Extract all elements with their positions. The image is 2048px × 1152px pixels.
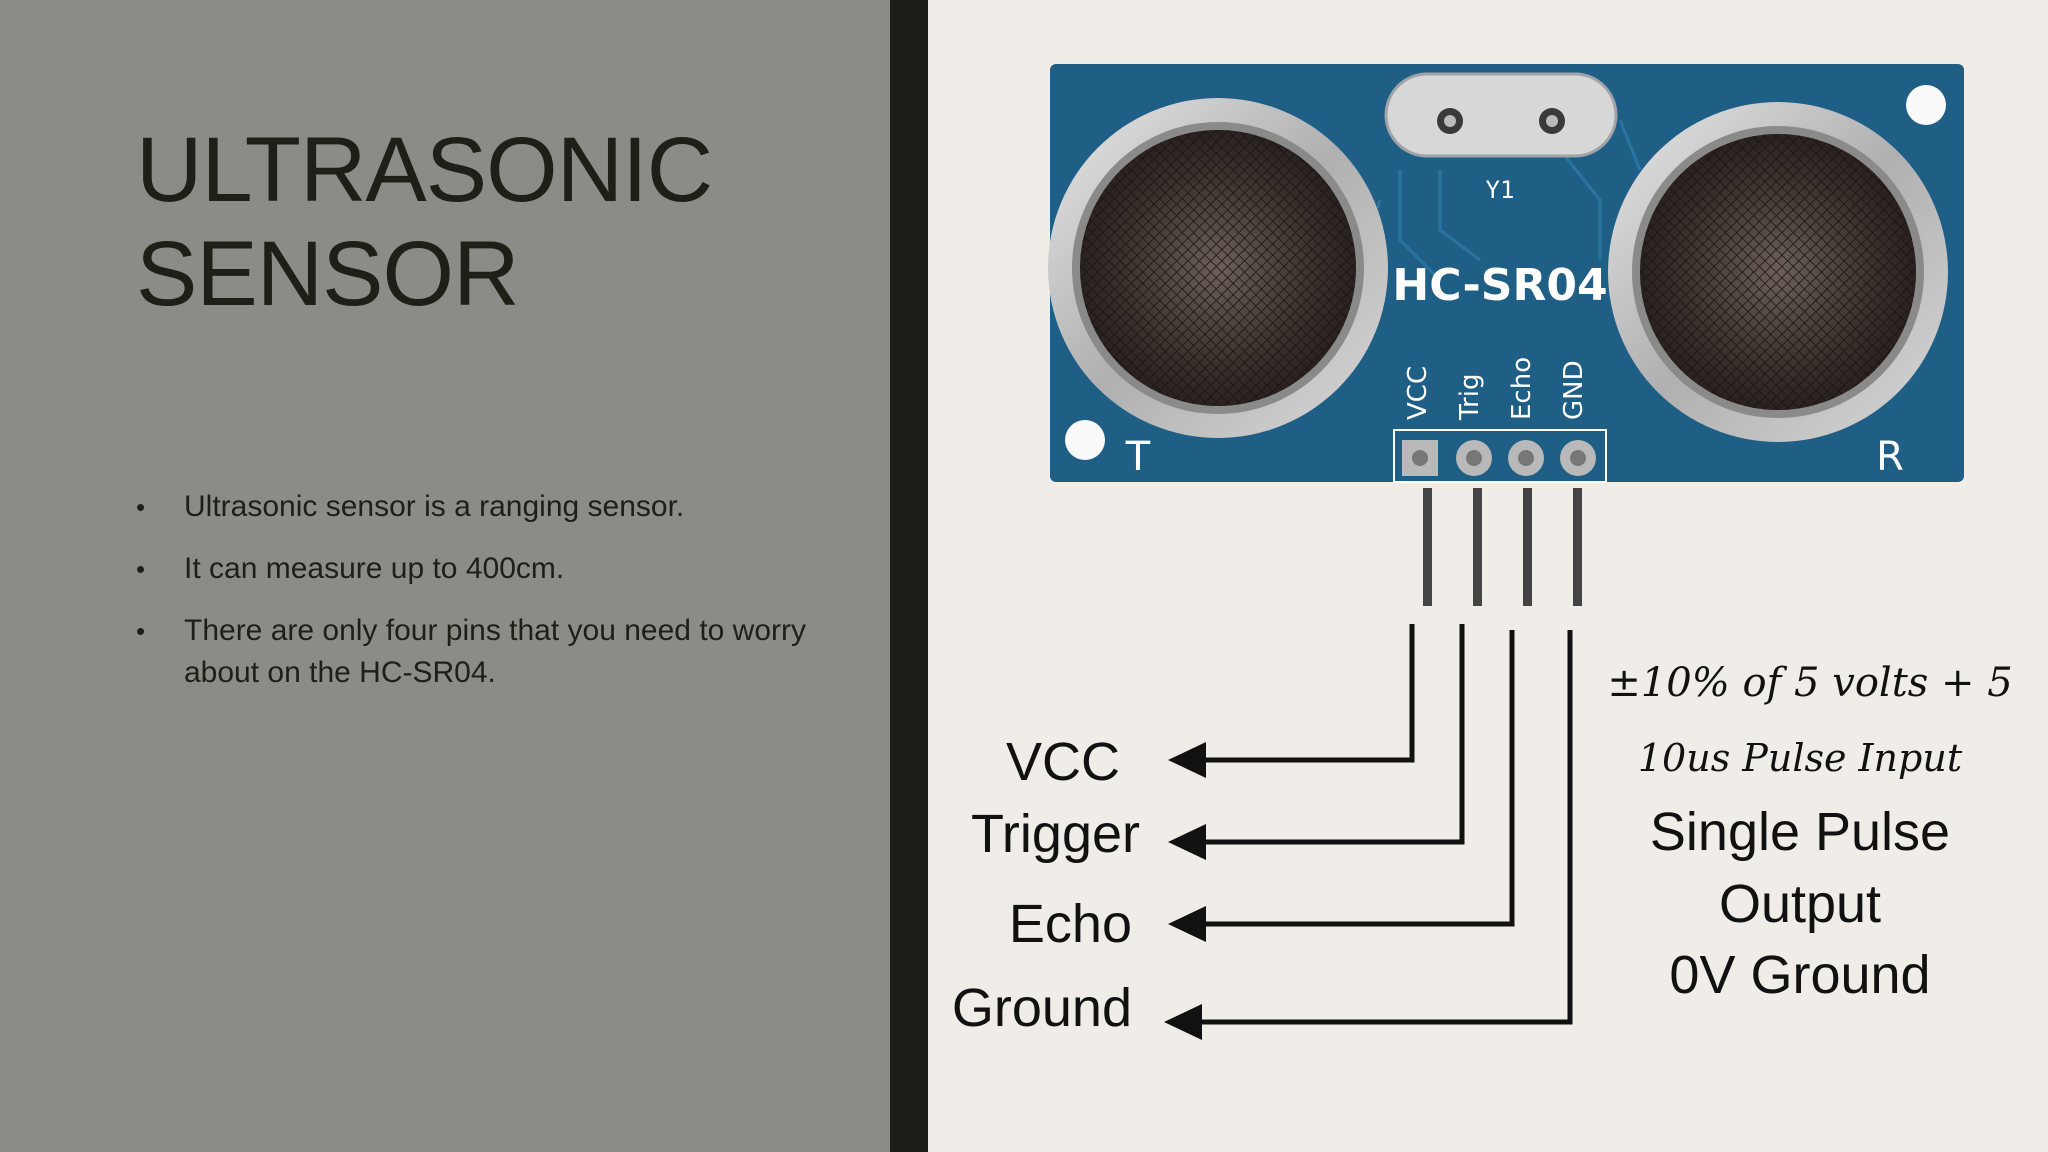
pin-desc-echo: Single Pulse Output bbox=[1649, 802, 1951, 934]
panel-divider bbox=[890, 0, 928, 1152]
vcc-connector bbox=[1200, 624, 1415, 763]
model-label: HC-SR04 bbox=[1392, 260, 1607, 311]
pin-desc-ground: 0V Ground bbox=[1669, 945, 1931, 1005]
connector-lines bbox=[1200, 624, 1573, 1025]
pin-desc-vcc: ±10% of 5 volts + 5 bbox=[1607, 660, 2013, 706]
pin-label-ground: Ground bbox=[951, 978, 1132, 1038]
vcc-arrow-icon bbox=[1168, 742, 1206, 778]
bullet-text: There are only four pins that you need t… bbox=[184, 614, 807, 689]
pin-label-echo: Echo bbox=[1008, 894, 1132, 954]
trigger-connector bbox=[1200, 624, 1465, 845]
slide-title-line-1: ULTRASONIC bbox=[136, 119, 713, 221]
pin-pads bbox=[1402, 440, 1596, 476]
bullet-text: Ultrasonic sensor is a ranging sensor. bbox=[184, 490, 685, 523]
echo-arrow-icon bbox=[1168, 906, 1206, 942]
arrow-heads bbox=[1164, 742, 1206, 1040]
echo-connector bbox=[1200, 630, 1515, 927]
bullet-marker: • bbox=[136, 554, 146, 584]
silkscreen-echo: Echo bbox=[1507, 357, 1537, 420]
bullet-text: It can measure up to 400cm. bbox=[184, 552, 565, 585]
crystal-oscillator bbox=[1384, 72, 1618, 158]
pin-header-outline bbox=[1393, 429, 1607, 483]
bullet-marker: • bbox=[136, 616, 146, 646]
trigger-arrow-icon bbox=[1168, 824, 1206, 860]
silkscreen-gnd: GND bbox=[1559, 360, 1589, 420]
ground-connector bbox=[1200, 630, 1573, 1025]
bullet-list: • Ultrasonic sensor is a ranging sensor.… bbox=[136, 486, 816, 714]
header-pins bbox=[1423, 488, 1582, 606]
pin-label-trigger: Trigger bbox=[970, 804, 1140, 864]
bullet-item: • There are only four pins that you need… bbox=[136, 610, 816, 694]
pin-desc-trigger: 10us Pulse Input bbox=[1637, 736, 1963, 780]
mount-hole bbox=[1065, 420, 1105, 460]
transmitter-label: T bbox=[1125, 434, 1151, 480]
bullet-marker: • bbox=[136, 492, 146, 522]
slide-title-line-2: SENSOR bbox=[136, 223, 520, 325]
bullet-item: • Ultrasonic sensor is a ranging sensor. bbox=[136, 486, 816, 528]
crystal-label: Y1 bbox=[1486, 176, 1515, 204]
pin-label-vcc: VCC bbox=[1005, 732, 1120, 792]
receiver-transducer bbox=[1608, 102, 1948, 442]
ground-arrow-icon bbox=[1164, 1004, 1202, 1040]
slide-title: ULTRASONIC SENSOR bbox=[136, 118, 836, 326]
transmitter-transducer bbox=[1048, 98, 1388, 438]
bullet-item: • It can measure up to 400cm. bbox=[136, 548, 816, 590]
receiver-label: R bbox=[1876, 434, 1904, 480]
silkscreen-vcc: VCC bbox=[1403, 366, 1433, 420]
left-panel bbox=[0, 0, 890, 1152]
silkscreen-trig: Trig bbox=[1455, 374, 1485, 421]
mount-hole bbox=[1906, 85, 1946, 125]
